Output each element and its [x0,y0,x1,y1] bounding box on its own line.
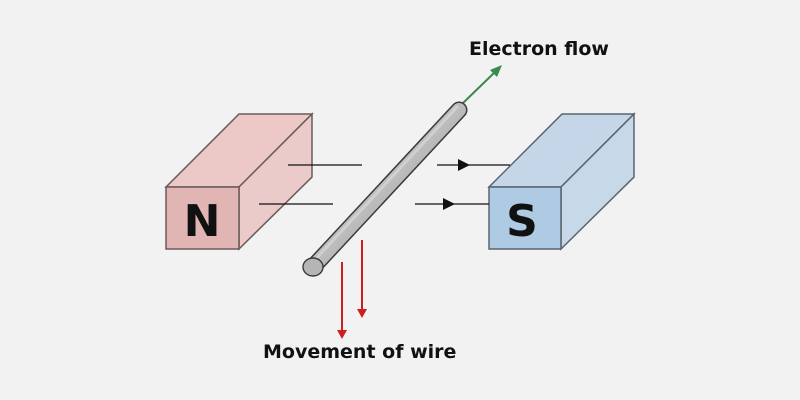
south-pole-label: S [506,196,538,247]
wire [302,101,468,277]
electron-flow-arrow [461,65,502,105]
field-arrow-lower [443,198,455,210]
north-magnet: N [164,112,314,251]
field-arrow-upper [458,159,470,171]
north-pole-label: N [184,196,221,247]
movement-of-wire-label: Movement of wire [263,341,456,363]
south-magnet-front [488,186,562,250]
electron-flow-label: Electron flow [469,38,609,60]
movement-arrows [337,240,367,339]
north-magnet-front [165,186,240,250]
wire-end-cap [302,257,324,277]
south-magnet: S [487,112,636,251]
